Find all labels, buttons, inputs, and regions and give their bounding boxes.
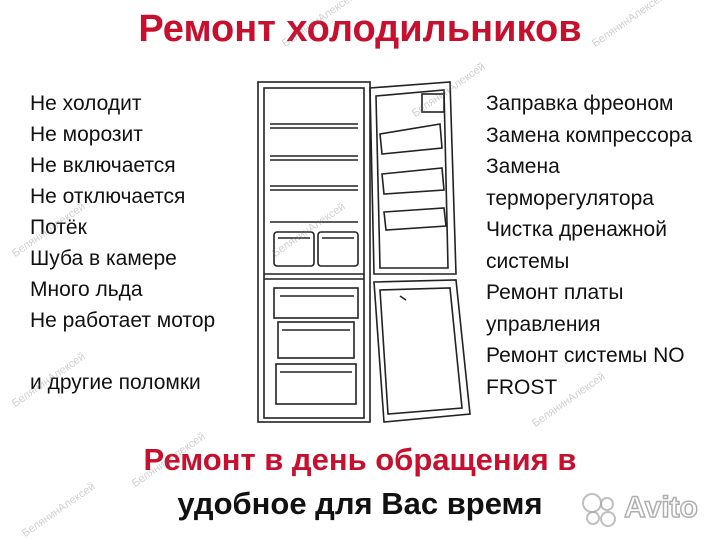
bottom-line-2: удобное для Вас время	[177, 486, 543, 521]
service-item: Замена	[486, 155, 560, 178]
service-item: управления	[486, 312, 601, 336]
problem-item: Не включается	[30, 154, 176, 177]
problems-extra: и другие поломки	[30, 371, 201, 394]
service-item: FROST	[486, 375, 558, 399]
problem-item: Потёк	[30, 216, 87, 239]
problem-item: Не морозит	[30, 123, 143, 146]
bottom-line-1: Ремонт в день обращения в	[143, 442, 577, 477]
refrigerator-illustration	[257, 81, 471, 423]
service-item: Замена компрессора	[486, 123, 693, 147]
bottom-banner: Ремонт в день обращения в удобное для Ва…	[0, 438, 720, 526]
service-item: системы	[486, 249, 570, 273]
problem-item: Шуба в камере	[30, 247, 177, 270]
service-item: Чистка дренажной	[486, 218, 667, 241]
problem-item: Много льда	[30, 278, 143, 301]
problems-list: Не холодит Не морозит Не включается Не о…	[30, 88, 270, 398]
service-item: Ремонт системы NO	[486, 344, 685, 367]
avito-logo-icon	[582, 493, 618, 527]
avito-logo-text: Avito	[623, 490, 698, 525]
problem-item: Не отключается	[30, 185, 186, 208]
problem-item: Не холодит	[30, 92, 142, 115]
avito-logo: Avito	[582, 490, 699, 527]
service-item: терморегулятора	[486, 186, 654, 210]
services-list: Заправка фреоном Замена компрессора Заме…	[486, 88, 720, 403]
problem-item: Не работает мотор	[30, 309, 216, 332]
service-item: Заправка фреоном	[486, 92, 674, 115]
page-title: Ремонт холодильников	[138, 8, 582, 50]
service-item: Ремонт платы	[486, 281, 624, 304]
